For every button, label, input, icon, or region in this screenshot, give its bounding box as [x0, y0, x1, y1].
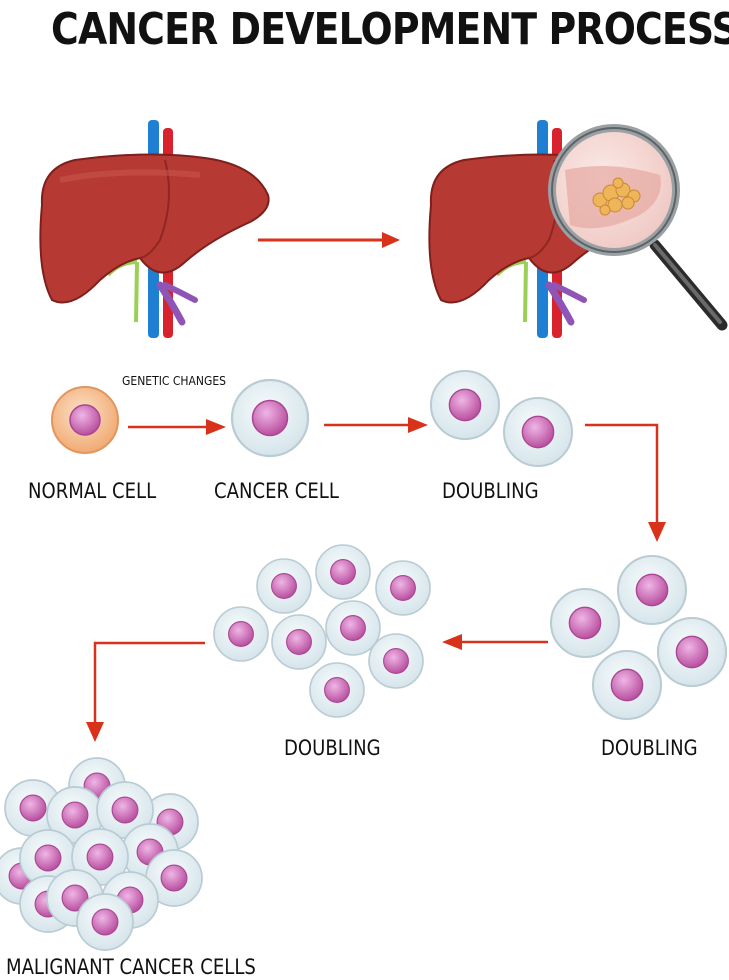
arrow-doubling-4-to-8: [442, 634, 548, 650]
arrow-normal-to-cancer: [128, 419, 226, 435]
page-title: CANCER DEVELOPMENT PROCESS: [51, 4, 729, 55]
stage-label-cancer-cell: CANCER CELL: [214, 479, 339, 503]
magnifying-glass-icon: [548, 124, 728, 331]
stage-label-doubling-1: DOUBLING: [442, 479, 539, 503]
malignant-cell-cluster: [0, 757, 203, 951]
cancer-cell: [230, 378, 310, 458]
doubling-cells-2: [429, 369, 574, 468]
stage-label-doubling-2: DOUBLING: [601, 736, 698, 760]
arrow-down-to-malignant: [86, 641, 205, 742]
doubling-cells-8: [213, 544, 431, 718]
stage-label-normal-cell: NORMAL CELL: [28, 479, 157, 503]
stage-label-doubling-3: DOUBLING: [284, 736, 381, 760]
liver-progress-arrow: [258, 232, 400, 248]
stage-label-malignant-cells: MALIGNANT CANCER CELLS: [6, 955, 256, 979]
genetic-changes-label: GENETIC CHANGES: [122, 374, 227, 388]
liver-illustration-normal: [39, 120, 270, 338]
arrow-down-to-doubling-4: [585, 423, 666, 542]
normal-cell: [51, 386, 119, 454]
doubling-cells-4: [549, 554, 728, 721]
arrow-cancer-to-doubling-1: [324, 417, 428, 433]
